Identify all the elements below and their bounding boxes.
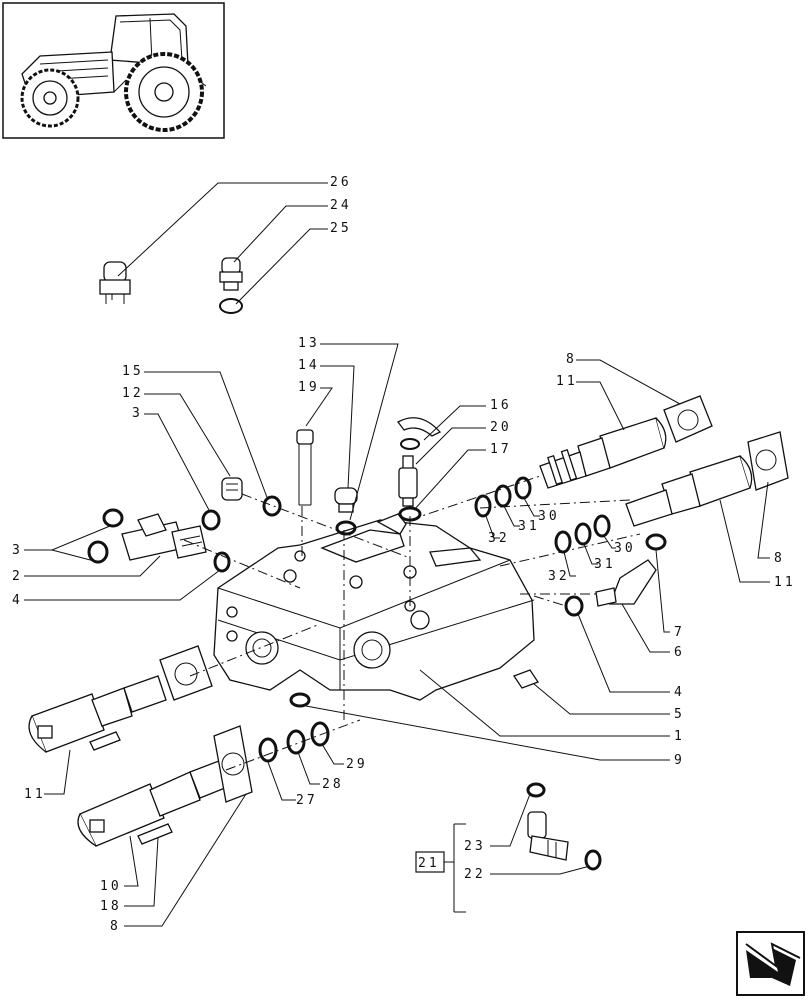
part-5-plug (513, 669, 539, 689)
part-7-oring (645, 533, 667, 551)
callout-labels: 26 24 25 13 14 19 15 12 3 16 20 17 8 11 … (12, 175, 796, 934)
part-23-oring (526, 782, 546, 798)
part-21-elbow-fitting (527, 811, 569, 861)
callout-27: 27 (296, 793, 318, 808)
callout-12: 12 (122, 386, 144, 401)
callout-4-right: 4 (674, 685, 685, 700)
leader-lines (24, 182, 770, 927)
part-18-screw (137, 823, 173, 845)
callout-3-top: 3 (132, 406, 143, 421)
part-2-oring (87, 540, 109, 564)
orings-30-31-32-upper (474, 476, 532, 518)
tractor-thumbnail-icon (2, 2, 225, 139)
callout-26: 26 (330, 175, 352, 190)
part-25-washer (219, 298, 243, 314)
part-3-oring-left-a (102, 508, 124, 528)
callout-32-lower: 32 (548, 569, 570, 584)
part-11-solenoid-lower-right (625, 455, 753, 527)
next-page-arrow-icon[interactable] (736, 931, 805, 996)
part-26-pressure-switch (99, 261, 131, 304)
callout-8-bottom: 8 (110, 919, 121, 934)
part-20-valve (398, 455, 418, 507)
part-2-tee-fitting (121, 513, 207, 561)
callout-16: 16 (490, 398, 512, 413)
callout-21: 21 (418, 856, 440, 871)
callout-11-top: 11 (556, 374, 578, 389)
callout-11-right: 11 (774, 575, 796, 590)
screw-left (89, 731, 121, 751)
part-11-solenoid-left (28, 675, 167, 753)
part-4-oring-right (564, 595, 584, 617)
part-8-flange-bottom (213, 725, 253, 803)
part-3-oring-left-b (201, 509, 221, 531)
part-15-oring (262, 495, 282, 517)
part-27-oring (258, 737, 278, 763)
part-8-flange-left (159, 645, 213, 701)
part-8-flange-right (747, 431, 789, 491)
callout-8-right: 8 (774, 551, 785, 566)
callout-19: 19 (298, 380, 320, 395)
callout-31-upper: 31 (518, 519, 540, 534)
callout-17: 17 (490, 442, 512, 457)
part-24-sensor (219, 257, 243, 291)
callout-22: 22 (464, 867, 486, 882)
part-22-oring (584, 849, 602, 871)
callout-28: 28 (322, 777, 344, 792)
callout-8-top: 8 (566, 352, 577, 367)
part-16-clip (397, 417, 442, 437)
callout-18: 18 (100, 899, 122, 914)
callout-1: 1 (674, 729, 685, 744)
callout-25: 25 (330, 221, 352, 236)
callout-30-upper: 30 (538, 509, 560, 524)
callout-10: 10 (100, 879, 122, 894)
part-6-elbow (595, 559, 657, 607)
part-11-solenoid-upper (539, 417, 667, 489)
part-12-plug (221, 477, 243, 501)
callout-31-lower: 31 (594, 557, 616, 572)
part-13-oring (335, 520, 357, 536)
part-8-flange-upper (663, 395, 713, 443)
callout-30-lower: 30 (614, 541, 636, 556)
callout-6: 6 (674, 645, 685, 660)
callout-13: 13 (298, 336, 320, 351)
orings-30-31-32-lower (554, 514, 611, 554)
callout-2: 2 (12, 569, 23, 584)
part-19-bolt (296, 429, 314, 506)
callout-5: 5 (674, 707, 685, 722)
callout-23: 23 (464, 839, 486, 854)
part-16-clip-ring (400, 438, 420, 450)
callout-9: 9 (674, 753, 685, 768)
part-4-oring-left (213, 551, 231, 573)
callout-7: 7 (674, 625, 685, 640)
callout-11-left: 11 (24, 787, 46, 802)
valve-body (213, 513, 535, 701)
callout-24: 24 (330, 198, 352, 213)
part-10-solenoid (77, 755, 241, 847)
assembly-axes (183, 475, 641, 771)
part-29-oring (310, 721, 330, 747)
callout-20: 20 (490, 420, 512, 435)
callout-14: 14 (298, 358, 320, 373)
callout-3-left: 3 (12, 543, 23, 558)
callout-4-left: 4 (12, 593, 23, 608)
callout-29: 29 (346, 757, 368, 772)
part-28-oring (286, 729, 306, 755)
part-9-oring (289, 692, 311, 708)
callout-15: 15 (122, 364, 144, 379)
part-14-plug (334, 487, 358, 513)
callout-32-upper: 32 (488, 531, 510, 546)
